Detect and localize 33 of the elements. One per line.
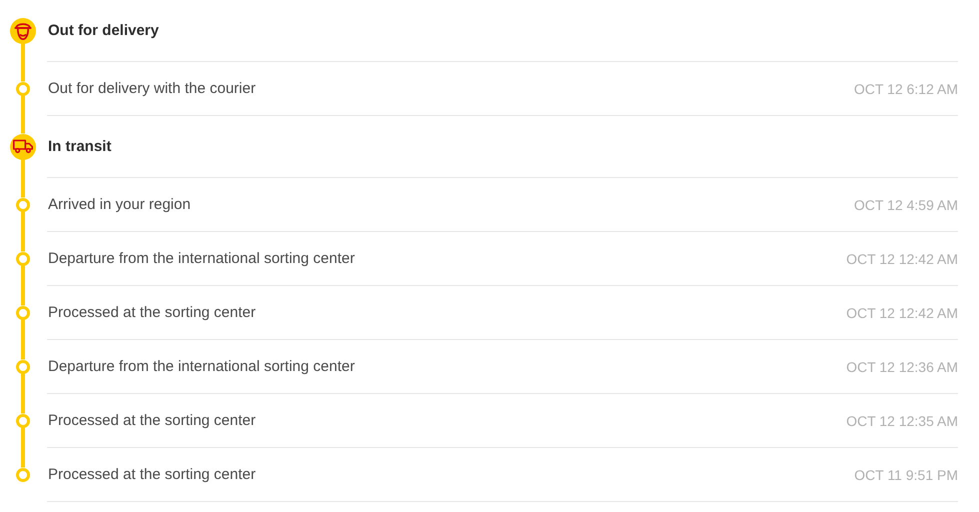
timeline-line	[21, 428, 25, 468]
timestamp: OCT 12 4:59 AM	[854, 196, 958, 212]
event-text: Processed at the sorting center	[47, 412, 256, 429]
timeline-dot	[16, 360, 30, 374]
timestamp: OCT 11 9:51 PM	[854, 466, 958, 482]
timeline-line	[21, 96, 25, 134]
timestamp: OCT 12 6:12 AM	[854, 80, 958, 96]
timestamp: OCT 12 12:42 AM	[846, 304, 958, 320]
timestamp: OCT 12 12:36 AM	[846, 358, 958, 374]
event-text: Departure from the international sorting center	[47, 358, 355, 375]
timeline-line	[21, 212, 25, 252]
status-circle	[10, 18, 36, 44]
timestamp: OCT 12 12:35 AM	[846, 412, 958, 428]
status-circle	[10, 134, 36, 160]
event-text: Departure from the international sorting center	[47, 250, 355, 267]
status-heading: Out for delivery	[47, 22, 159, 39]
timeline-dot	[16, 306, 30, 320]
status-heading: In transit	[47, 138, 112, 155]
timeline-dot	[16, 252, 30, 266]
timeline-line	[21, 160, 25, 198]
event-text: Out for delivery with the courier	[47, 80, 256, 97]
event-text: Processed at the sorting center	[47, 304, 256, 321]
timeline-line	[21, 374, 25, 414]
timeline-dot	[16, 82, 30, 96]
timestamp: OCT 12 12:42 AM	[846, 250, 958, 266]
timeline-line	[21, 320, 25, 360]
timeline-line	[21, 266, 25, 306]
timeline-dot	[16, 198, 30, 212]
timeline-line	[21, 44, 25, 82]
event-text: Processed at the sorting center	[47, 466, 256, 483]
timeline-dot	[16, 468, 30, 482]
event-text: Arrived in your region	[47, 196, 191, 213]
timeline-dot	[16, 414, 30, 428]
